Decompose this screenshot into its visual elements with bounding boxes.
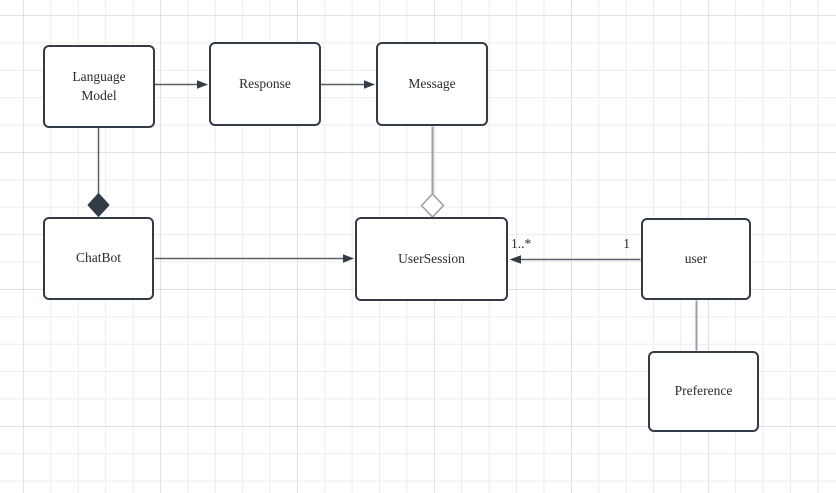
edge-message-usersession[interactable] <box>420 126 445 219</box>
node-preference[interactable]: Preference <box>648 351 759 432</box>
node-label: Response <box>239 75 291 91</box>
edge-language-model-response[interactable] <box>155 80 208 89</box>
multiplicity-label-usersession: 1..* <box>511 236 532 251</box>
edge-response-message[interactable] <box>321 80 375 89</box>
node-label: Preference <box>674 383 733 399</box>
node-message[interactable]: Message <box>376 42 488 126</box>
node-chatbot[interactable]: ChatBot <box>43 217 154 300</box>
edge-chatbot-usersession[interactable] <box>154 254 355 263</box>
arrowhead-icon <box>343 254 354 263</box>
arrowhead-icon <box>509 255 521 264</box>
node-label: UserSession <box>398 250 465 266</box>
edge-language-model-chatbot[interactable] <box>87 128 110 218</box>
node-user-session[interactable]: UserSession <box>355 217 508 301</box>
composition-diamond-icon <box>87 192 110 218</box>
multiplicity-label-user: 1 <box>623 236 630 251</box>
aggregation-diamond-icon <box>420 192 445 219</box>
arrowhead-icon <box>364 80 375 89</box>
node-label: Language Model <box>72 69 126 103</box>
node-response[interactable]: Response <box>209 42 321 126</box>
edge-user-usersession[interactable] <box>509 255 641 264</box>
node-user[interactable]: user <box>641 218 751 300</box>
node-label: user <box>684 250 708 266</box>
arrowhead-icon <box>197 80 208 89</box>
node-language-model[interactable]: Language Model <box>43 45 155 128</box>
node-label: ChatBot <box>75 250 121 266</box>
node-label: Message <box>408 75 456 91</box>
